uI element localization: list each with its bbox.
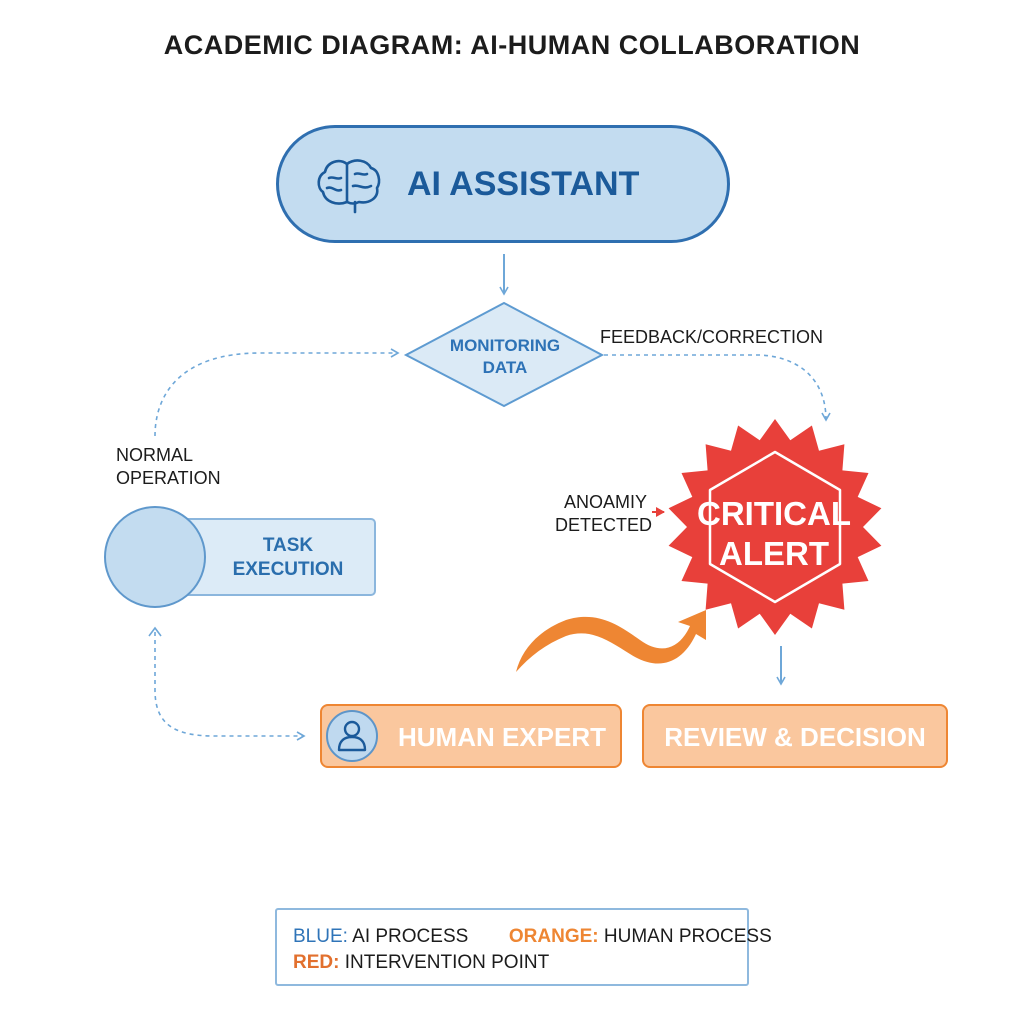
alert-line1: CRITICAL <box>697 495 851 532</box>
legend-row-2: RED: INTERVENTION POINT <box>293 952 549 974</box>
monitoring-diamond <box>403 301 605 408</box>
legend-blue-key: BLUE: <box>293 926 348 947</box>
monitoring-line2: DATA <box>482 358 528 377</box>
task-execution-circle <box>104 506 206 608</box>
alert-line2: ALERT <box>719 535 829 572</box>
review-decision-node: REVIEW & DECISION <box>642 704 948 768</box>
critical-alert-label: CRITICAL ALERT <box>694 494 854 574</box>
legend-orange-value: HUMAN PROCESS <box>603 926 772 947</box>
arrow-normal-operation <box>154 348 400 437</box>
diagram-title: ACADEMIC DIAGRAM: AI-HUMAN COLLABORATION <box>163 30 861 60</box>
legend-red-value: INTERVENTION POINT <box>344 952 550 973</box>
legend-row-1: BLUE: AI PROCESS ORANGE: HUMAN PROCESS <box>293 926 772 948</box>
feedback-label: FEEDBACK/CORRECTION <box>600 327 824 347</box>
normal-line2: OPERATION <box>116 468 221 488</box>
task-execution-label: TASK EXECUTION <box>218 534 358 582</box>
anomaly-label: ANOAMIY DETECTED <box>555 491 653 537</box>
ai-assistant-label: AI ASSISTANT <box>407 165 640 203</box>
task-line2: EXECUTION <box>232 559 344 580</box>
review-decision-label: REVIEW & DECISION <box>664 722 926 752</box>
monitoring-label: MONITORING DATA <box>420 335 590 379</box>
human-expert-node: HUMAN EXPERT <box>320 704 622 768</box>
monitoring-line1: MONITORING <box>449 336 561 355</box>
anomaly-line1: ANOAMIY <box>563 492 647 512</box>
arrowhead-up-task <box>148 626 162 637</box>
task-execution-node: TASK EXECUTION <box>176 518 376 596</box>
normal-line1: NORMAL <box>116 445 194 465</box>
legend-red-key: RED: <box>293 952 340 973</box>
legend-orange-key: ORANGE: <box>508 926 599 947</box>
avatar <box>326 710 378 762</box>
legend-blue-value: AI PROCESS <box>352 926 469 947</box>
anomaly-line2: DETECTED <box>555 515 653 535</box>
human-expert-label: HUMAN EXPERT <box>398 722 607 752</box>
arrow-human-to-alert <box>516 610 706 672</box>
legend: BLUE: AI PROCESS ORANGE: HUMAN PROCESS R… <box>275 908 772 986</box>
ai-assistant-node: AI ASSISTANT <box>276 125 730 243</box>
critical-alert-burst <box>668 419 882 635</box>
brain-icon <box>317 159 381 214</box>
normal-operation-label: NORMAL OPERATION <box>116 444 221 490</box>
person-icon <box>337 720 367 752</box>
arrow-feedback <box>604 354 831 422</box>
task-line1: TASK <box>262 535 314 556</box>
arrow-human-task <box>154 632 306 741</box>
